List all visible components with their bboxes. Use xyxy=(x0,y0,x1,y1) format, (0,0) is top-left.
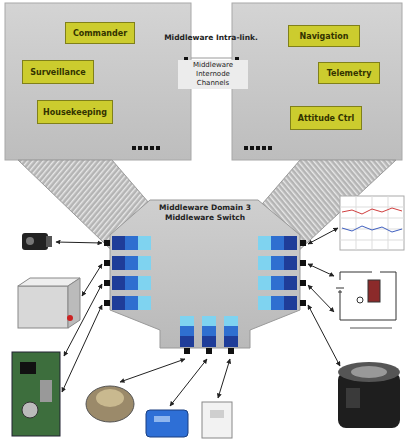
circuit-symbol xyxy=(336,272,396,328)
node-panel xyxy=(5,3,191,160)
process-box: Telemetry xyxy=(318,62,380,84)
node-text: Commander xyxy=(73,29,127,38)
node-panel xyxy=(232,3,402,160)
process-box: Housekeeping xyxy=(37,100,113,124)
node-text: Housekeeping xyxy=(43,108,107,117)
dome-device xyxy=(86,386,134,422)
blue-device xyxy=(146,410,188,437)
port-dots xyxy=(132,57,272,150)
process-box: Attitude Ctrl xyxy=(290,106,362,130)
middleware-switch: Middleware Domain 3Middleware Switch xyxy=(108,198,302,358)
channel-label: Middleware Internode Channels xyxy=(178,60,248,89)
camera-device xyxy=(22,233,52,250)
node-text: Navigation xyxy=(300,32,349,41)
process-box: Navigation xyxy=(288,25,360,47)
process-box: Surveillance xyxy=(22,60,94,84)
port-blocks xyxy=(104,236,306,354)
node-text: Telemetry xyxy=(327,69,372,78)
chart-plot xyxy=(340,196,404,250)
node-text: Middleware Switch xyxy=(165,213,245,223)
channel-label: Middleware Intra-link. xyxy=(163,33,259,43)
circuit-board xyxy=(12,352,60,436)
node-text: Surveillance xyxy=(30,68,86,77)
switch-body xyxy=(110,200,300,348)
process-box: Commander xyxy=(65,22,135,44)
node-text: Attitude Ctrl xyxy=(298,114,354,123)
sensor-box xyxy=(18,278,80,328)
round-device xyxy=(338,362,400,428)
node-text: Middleware Domain 3 xyxy=(159,203,251,213)
white-device xyxy=(202,402,232,438)
